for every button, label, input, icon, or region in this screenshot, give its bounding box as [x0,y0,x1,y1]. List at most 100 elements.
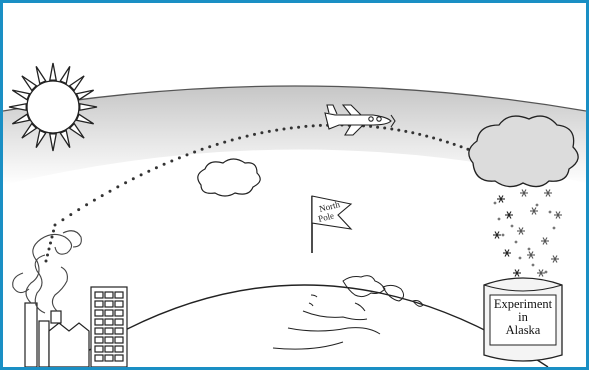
path-dot [116,185,119,188]
path-dot [155,166,158,169]
building-window [115,355,123,361]
path-dot [52,230,55,233]
path-dot [77,208,80,211]
building-window [95,328,103,334]
path-dot [312,124,315,127]
sign-label-line2: in [518,310,528,324]
path-dot [460,145,463,148]
diagram-scene: North Pole Experiment in Alaska [3,3,586,367]
building-window [115,301,123,307]
path-dot [170,160,173,163]
path-dot [297,126,300,129]
path-dot [45,260,48,263]
building-window [105,337,113,343]
building-window [95,310,103,316]
building-window [105,346,113,352]
sign-icon: Experiment in Alaska [484,278,562,361]
path-dot [124,181,127,184]
snowflake-icon [517,228,525,235]
building-window [115,337,123,343]
cloud-icon [198,159,260,196]
snowflake-icon [520,190,528,197]
snowfall [493,190,562,277]
path-dot [390,128,393,131]
path-dot [446,141,449,144]
path-dot [231,139,234,142]
path-dot [61,218,64,221]
path-dot [178,156,181,159]
building-window [115,319,123,325]
snowflake-icon [493,232,501,239]
snow-dot [536,204,539,207]
path-dot [246,135,249,138]
building-window [95,355,103,361]
building-window [105,328,113,334]
path-dot [283,128,286,131]
path-dot [275,129,278,132]
snowflake-icon [527,252,535,259]
path-dot [453,143,456,146]
snowflake-icon [530,208,538,215]
building-window [115,346,123,352]
earth-horizon [63,285,548,367]
path-dot [268,130,271,133]
snowflake-icon [503,250,511,257]
building-window [95,346,103,352]
path-dot [397,129,400,132]
snowflake-icon [544,190,552,197]
path-dot [216,143,219,146]
path-dot [304,125,307,128]
path-dot [290,127,293,130]
building-icon [91,287,127,367]
snowflake-icon [513,270,521,277]
path-dot [48,248,51,251]
snow-dot [528,248,531,251]
sign-label-line1: Experiment [494,297,553,311]
building-window [95,292,103,298]
path-dot [109,190,112,193]
path-dot [193,151,196,154]
path-dot [223,141,226,144]
snowflake-icon [554,212,562,219]
building-window [105,301,113,307]
path-dot [85,203,88,206]
building-window [95,319,103,325]
path-dot [186,153,189,156]
sun-ray [36,66,46,83]
path-dot [253,133,256,136]
building-window [105,319,113,325]
building-window [95,337,103,343]
path-dot [49,242,52,245]
path-dot [383,127,386,130]
snow-dot [549,211,552,214]
sun-ray [50,63,56,80]
path-dot [432,137,435,140]
path-dot [418,133,421,136]
building-window [105,292,113,298]
snow-dot [494,202,497,205]
factory-icon [25,303,89,367]
path-dot [46,254,49,257]
path-dot [238,137,241,140]
sun-ray [60,66,70,83]
building-window [115,328,123,334]
building-window [95,301,103,307]
path-dot [132,177,135,180]
snowflake-icon [497,196,505,203]
path-dot [163,163,166,166]
path-dot [69,213,72,216]
path-dot [101,194,104,197]
path-dot [425,135,428,138]
path-dot [147,170,150,173]
building-window [115,292,123,298]
path-dot [411,131,414,134]
snow-dot [532,264,535,267]
snowflake-icon [505,212,513,219]
smoke-icon [13,231,82,313]
path-dot [140,173,143,176]
snowflake-icon [537,270,545,277]
building-window [115,310,123,316]
sign-label-line3: Alaska [506,323,541,337]
snow-dot [553,227,556,230]
